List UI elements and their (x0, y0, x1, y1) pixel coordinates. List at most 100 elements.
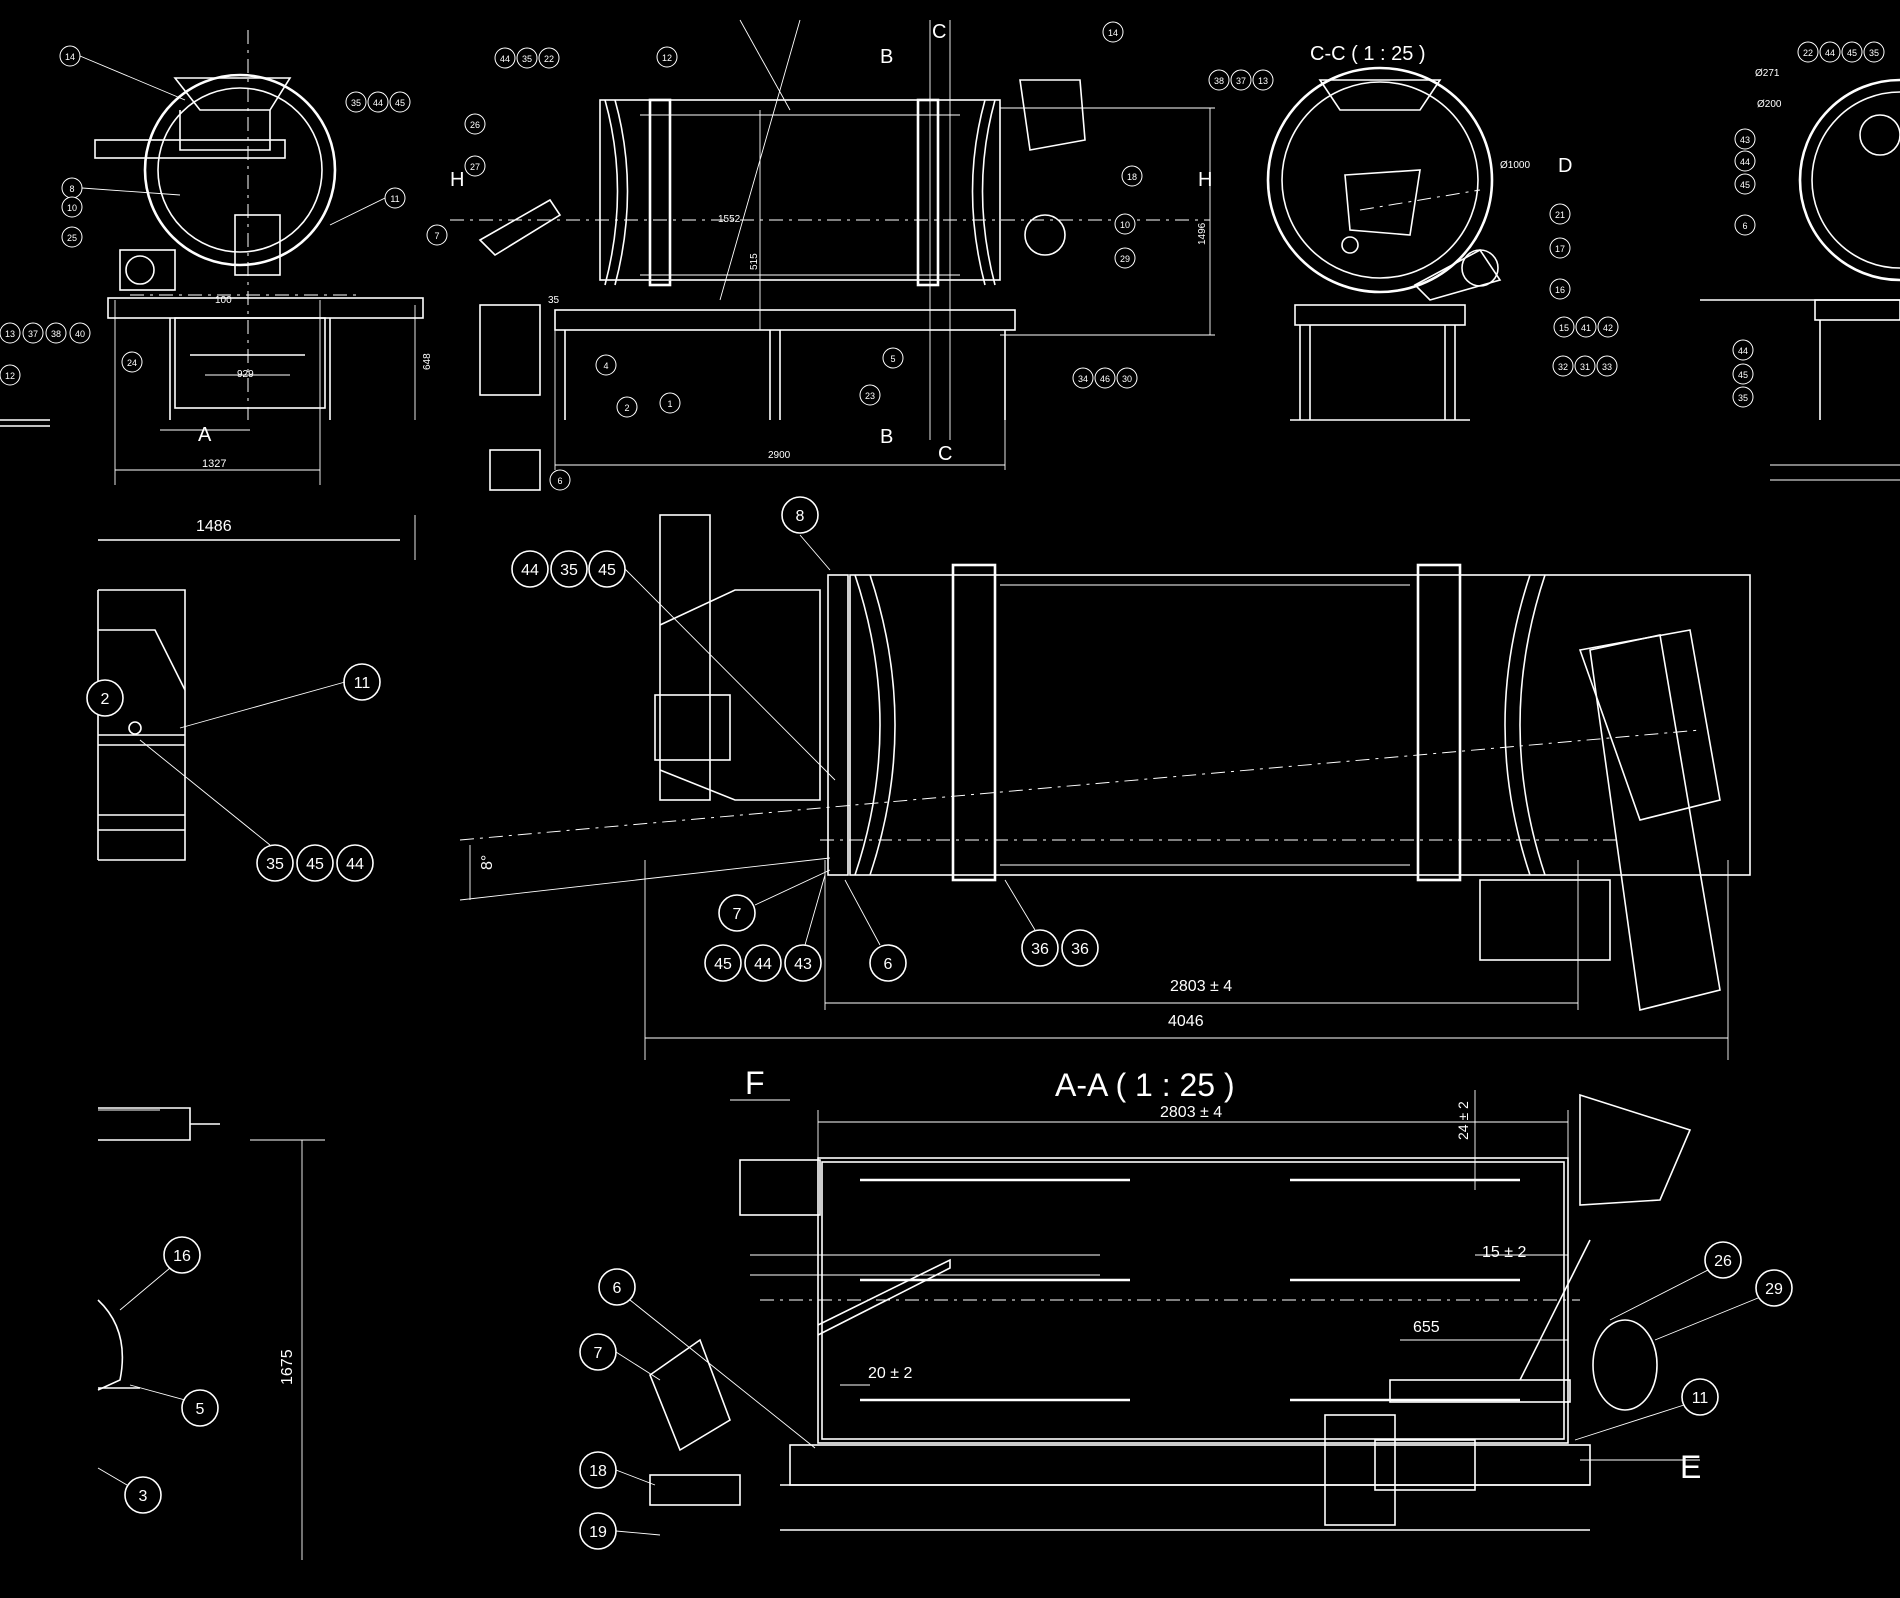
dim-24: 24 ± 2 (1455, 1101, 1471, 1140)
svg-text:44: 44 (1738, 346, 1748, 356)
bubble-35-detail: 35 (256, 844, 294, 882)
bubble-6-aa: 6 (598, 1268, 636, 1306)
bubble-37-b: 37 (1230, 69, 1252, 91)
svg-text:22: 22 (544, 54, 554, 64)
section-aa-view (649, 1090, 1700, 1531)
bubble-35-d: 35 (1732, 386, 1754, 408)
svg-text:37: 37 (1236, 76, 1246, 86)
bubble-45-b: 45 (1841, 41, 1863, 63)
dim-1675: 1675 (279, 1349, 296, 1385)
svg-text:27: 27 (470, 162, 480, 172)
bubble-8-top-cut: 8 (781, 496, 819, 534)
svg-text:37: 37 (28, 329, 38, 339)
bubble-4: 4 (595, 354, 617, 376)
section-mark-h-left: H (450, 169, 464, 191)
svg-text:8: 8 (796, 508, 805, 525)
bubble-11-plan: 11 (343, 663, 381, 701)
bubble-6-b: 6 (1734, 214, 1756, 236)
bubble-45-a: 45 (389, 91, 411, 113)
svg-text:22: 22 (1803, 48, 1813, 58)
dim-angle-8: 8° (479, 855, 496, 870)
svg-text:45: 45 (714, 956, 732, 973)
dim-20: 20 ± 2 (868, 1365, 912, 1382)
svg-text:44: 44 (754, 956, 772, 973)
bubble-44-a: 44 (367, 91, 389, 113)
svg-text:35: 35 (522, 54, 532, 64)
section-cc-title: C-C ( 1 : 25 ) (1310, 43, 1426, 65)
section-mark-c-bottom: C (938, 443, 952, 465)
svg-text:38: 38 (1214, 76, 1224, 86)
svg-text:44: 44 (521, 562, 539, 579)
bubble-45-large: 45 (588, 550, 626, 588)
svg-text:31: 31 (1580, 362, 1590, 372)
svg-text:35: 35 (266, 856, 284, 873)
svg-text:15: 15 (1559, 323, 1569, 333)
bubble-25: 25 (61, 226, 83, 248)
svg-text:43: 43 (794, 956, 812, 973)
svg-text:13: 13 (5, 329, 15, 339)
bubble-3-large: 3 (124, 1476, 162, 1514)
bubble-22-a: 22 (538, 47, 560, 69)
section-mark-h-right: H (1198, 169, 1212, 191)
bubble-45-c: 45 (1734, 173, 1756, 195)
section-mark-f: F (745, 1065, 765, 1101)
bubble-26-aa: 26 (1704, 1241, 1742, 1279)
section-aa-title: A-A ( 1 : 25 ) (1055, 1067, 1235, 1103)
side-view-center (450, 19, 1215, 491)
svg-text:29: 29 (1765, 1281, 1783, 1298)
dim-515: 515 (749, 253, 760, 270)
bubble-45-detail: 45 (296, 844, 334, 882)
bubble-29-a: 29 (1114, 247, 1136, 269)
svg-text:35: 35 (560, 562, 578, 579)
bubble-11-a: 11 (384, 187, 406, 209)
bubble-45-d: 45 (1732, 363, 1754, 385)
bubble-13-a: 13 (0, 322, 21, 344)
bubble-15: 15 (1553, 316, 1575, 338)
svg-text:3: 3 (139, 1488, 148, 1505)
bubble-21: 21 (1549, 203, 1571, 225)
bubble-35-b: 35 (516, 47, 538, 69)
svg-text:4: 4 (603, 361, 608, 371)
svg-text:35: 35 (351, 98, 361, 108)
svg-text:19: 19 (589, 1524, 607, 1541)
bubble-31: 31 (1574, 355, 1596, 377)
svg-text:13: 13 (1258, 76, 1268, 86)
svg-text:40: 40 (75, 329, 85, 339)
bubble-12-a: 12 (0, 364, 21, 386)
svg-text:45: 45 (1738, 370, 1748, 380)
bubble-1: 1 (659, 392, 681, 414)
bubble-17: 17 (1549, 237, 1571, 259)
section-mark-b-bottom: B (880, 426, 893, 448)
bubble-19-aa: 19 (579, 1512, 617, 1550)
bubble-44-c: 44 (1819, 41, 1841, 63)
bubble-14-a: 14 (59, 45, 81, 67)
dim-1496: 1496 (1197, 222, 1208, 245)
bubble-24: 24 (121, 351, 143, 373)
bubble-27: 27 (464, 155, 486, 177)
bubble-42: 42 (1597, 316, 1619, 338)
dim-929: 929 (237, 369, 254, 380)
dim-1486: 1486 (196, 518, 232, 535)
dim-2803-plan: 2803 ± 4 (1170, 978, 1232, 995)
bubble-12-b: 12 (656, 46, 678, 68)
dim-655: 655 (1413, 1319, 1440, 1336)
svg-text:17: 17 (1555, 244, 1565, 254)
svg-text:1: 1 (667, 399, 672, 409)
bubble-44-large: 44 (511, 550, 549, 588)
bubble-37-a: 37 (22, 322, 44, 344)
svg-text:11: 11 (390, 194, 399, 204)
bubble-23: 23 (859, 384, 881, 406)
svg-text:21: 21 (1555, 210, 1565, 220)
svg-text:45: 45 (395, 98, 405, 108)
svg-text:44: 44 (373, 98, 383, 108)
bubble-18-aa: 18 (579, 1451, 617, 1489)
small-bubbles: 14 35 44 45 8 10 25 11 13 37 38 40 12 24… (0, 21, 1885, 491)
bubble-36-b: 36 (1061, 929, 1099, 967)
section-mark-e: E (1680, 1449, 1701, 1485)
bubble-7-plan: 7 (718, 894, 756, 932)
bubble-14-b: 14 (1102, 21, 1124, 43)
dim-2803-aa: 2803 ± 4 (1160, 1104, 1222, 1121)
svg-text:35: 35 (1869, 48, 1879, 58)
svg-text:7: 7 (733, 906, 742, 923)
